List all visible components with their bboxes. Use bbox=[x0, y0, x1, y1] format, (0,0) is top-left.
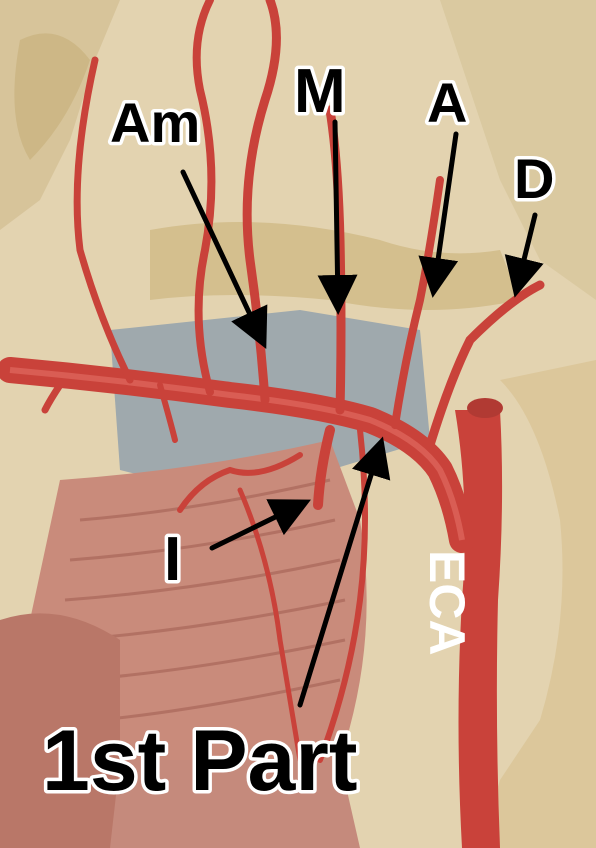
label-d: D bbox=[514, 147, 554, 210]
label-m: M bbox=[294, 57, 346, 126]
eca-cut-end bbox=[467, 398, 503, 418]
label-i: I bbox=[164, 525, 181, 594]
arrow-m bbox=[335, 122, 338, 305]
label-a: A bbox=[427, 71, 467, 134]
label-am: Am bbox=[110, 91, 200, 154]
label-first-part: 1st Part bbox=[42, 713, 358, 809]
label-eca: ECA bbox=[419, 550, 475, 656]
